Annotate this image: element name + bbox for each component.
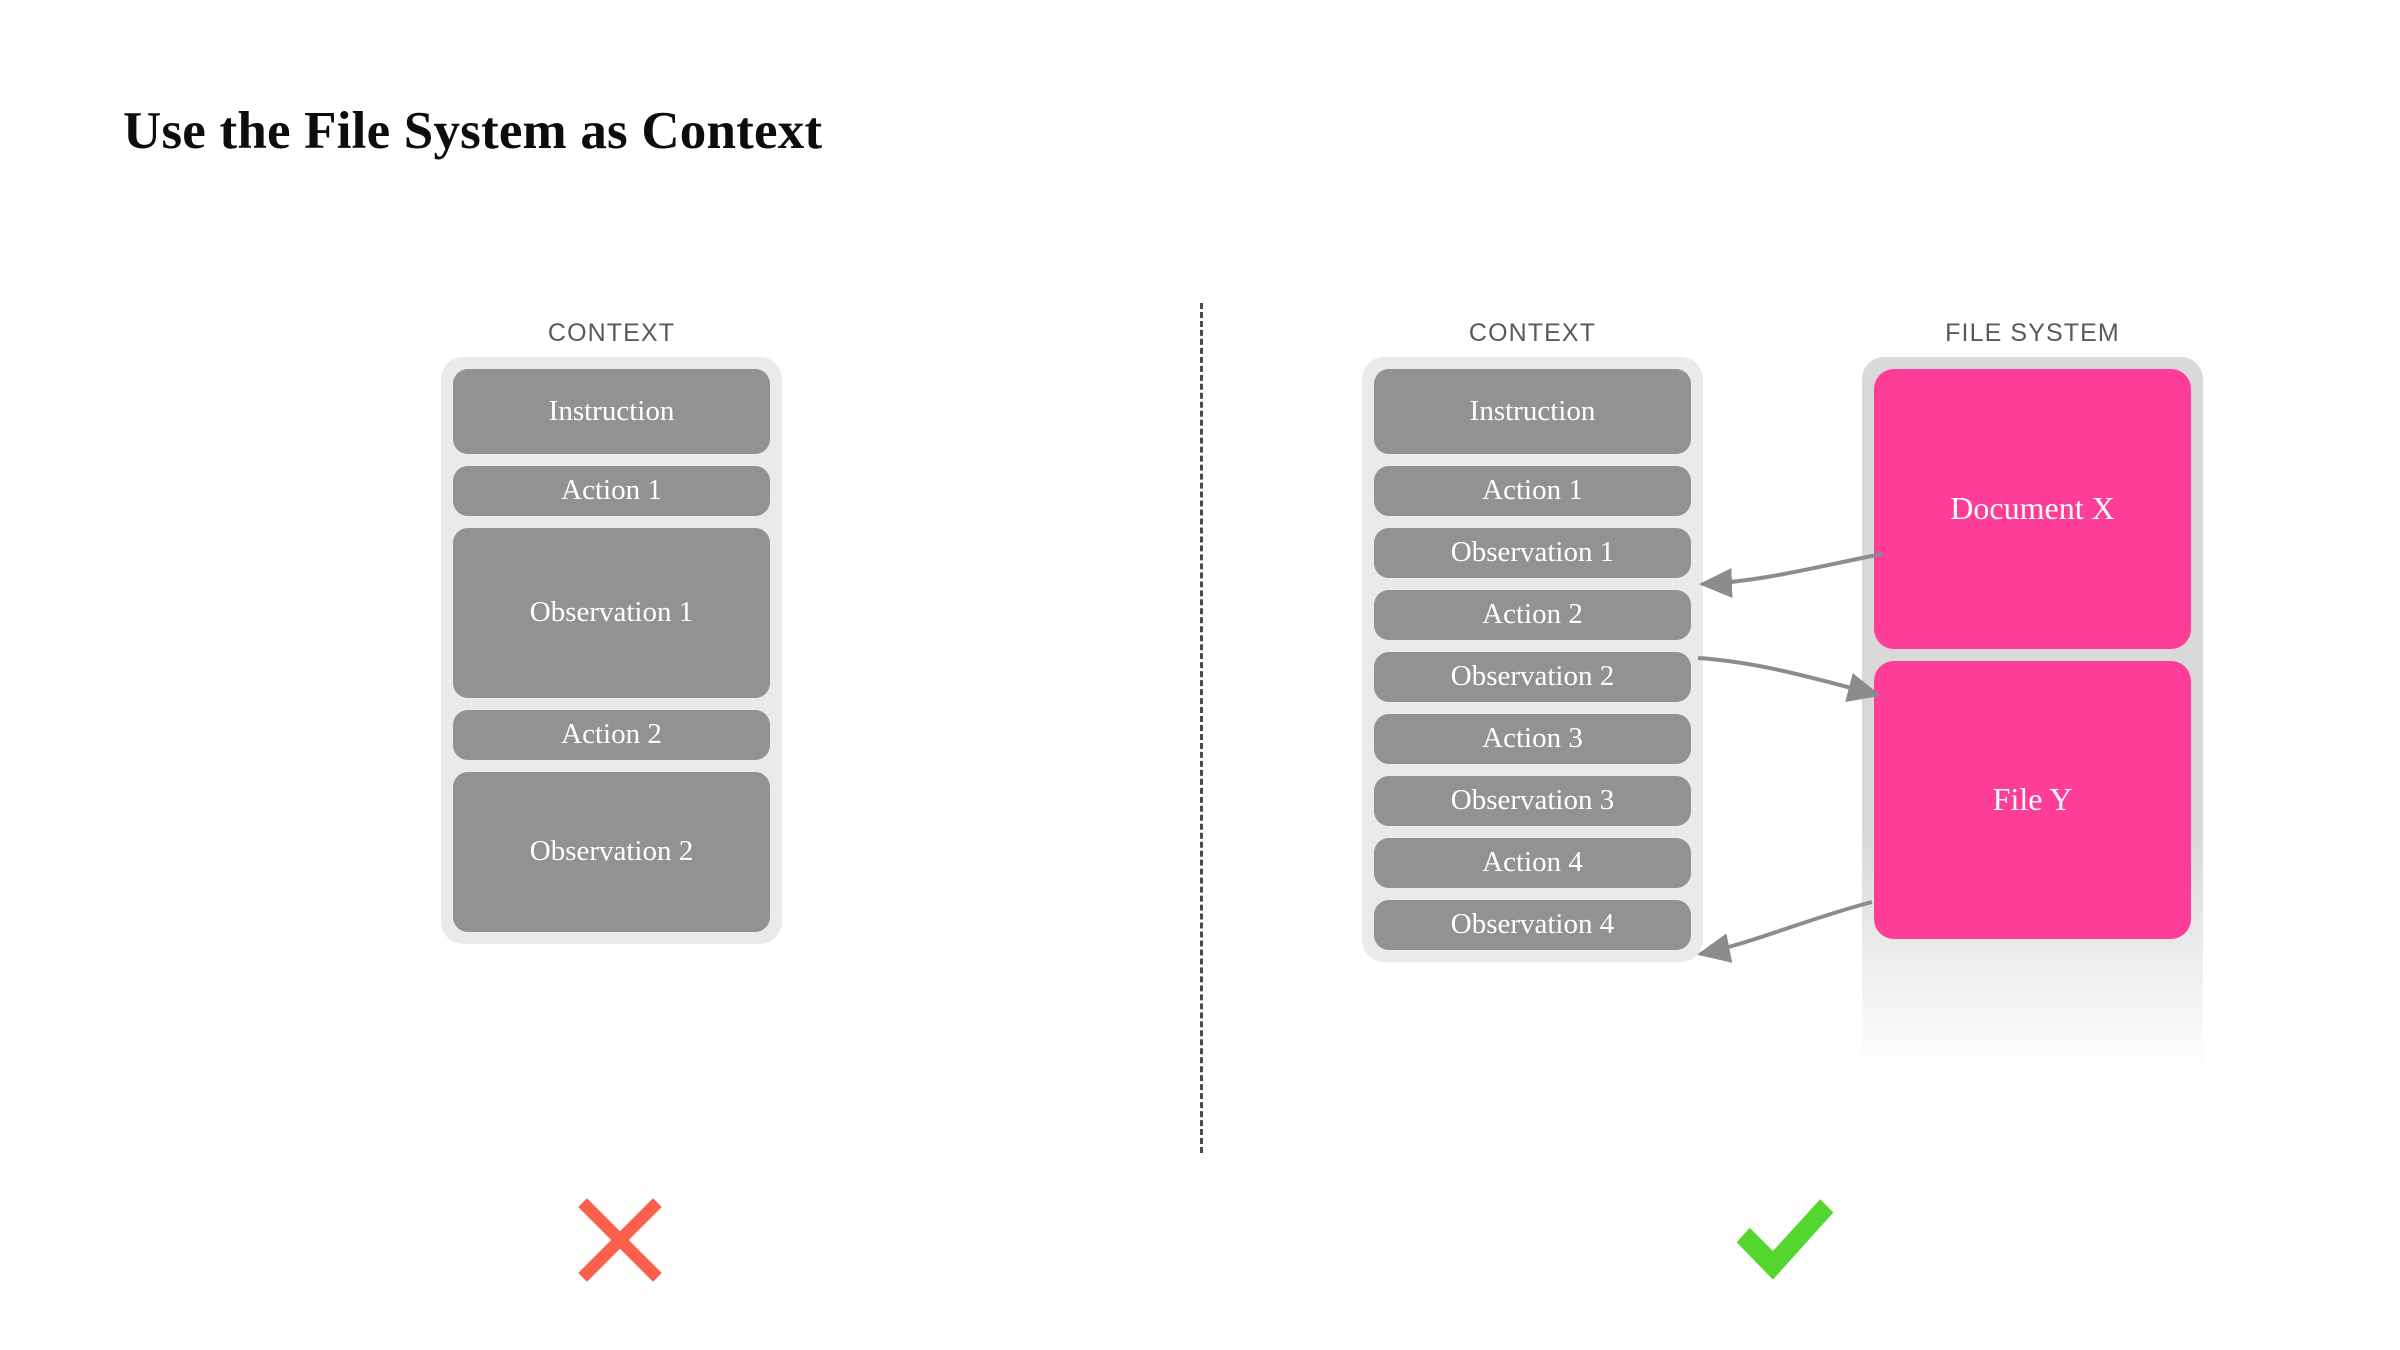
- file-system-column-label: FILE SYSTEM: [1945, 319, 2120, 347]
- page-title: Use the File System as Context: [123, 102, 823, 160]
- file-system-stack: Document X File Y: [1862, 357, 2203, 1107]
- context-block-observation-1[interactable]: Observation 1: [1374, 528, 1691, 578]
- context-block-action-1[interactable]: Action 1: [1374, 466, 1691, 516]
- connector-file-y-to-action-4: [1697, 900, 1873, 963]
- connector-action-2-to-file-y: [1697, 656, 1881, 703]
- left-context-column-label: CONTEXT: [547, 319, 676, 347]
- context-block-observation-4[interactable]: Observation 4: [1374, 900, 1691, 950]
- right-context-column-label: CONTEXT: [1468, 319, 1597, 347]
- context-block-action-1[interactable]: Action 1: [453, 466, 770, 516]
- right-context-stack: Instruction Action 1 Observation 1 Actio…: [1362, 357, 1703, 962]
- left-context-stack: Instruction Action 1 Observation 1 Actio…: [441, 357, 782, 944]
- context-block-observation-1[interactable]: Observation 1: [453, 528, 770, 698]
- context-block-observation-2[interactable]: Observation 2: [453, 772, 770, 932]
- context-block-action-3[interactable]: Action 3: [1374, 714, 1691, 764]
- context-block-instruction[interactable]: Instruction: [453, 369, 770, 454]
- check-icon: [1736, 1199, 1834, 1280]
- context-block-observation-2[interactable]: Observation 2: [1374, 652, 1691, 702]
- file-block-document-x[interactable]: Document X: [1874, 369, 2191, 649]
- cross-icon: [578, 1198, 662, 1282]
- verdict-wrong: [565, 1185, 675, 1300]
- context-block-action-2[interactable]: Action 2: [1374, 590, 1691, 640]
- verdict-correct: [1730, 1185, 1840, 1300]
- vertical-divider: [1200, 303, 1203, 1153]
- context-block-observation-3[interactable]: Observation 3: [1374, 776, 1691, 826]
- context-block-action-4[interactable]: Action 4: [1374, 838, 1691, 888]
- context-block-action-2[interactable]: Action 2: [453, 710, 770, 760]
- file-block-file-y[interactable]: File Y: [1874, 661, 2191, 939]
- context-block-instruction[interactable]: Instruction: [1374, 369, 1691, 454]
- connector-document-x-to-observation-1: [1699, 552, 1883, 598]
